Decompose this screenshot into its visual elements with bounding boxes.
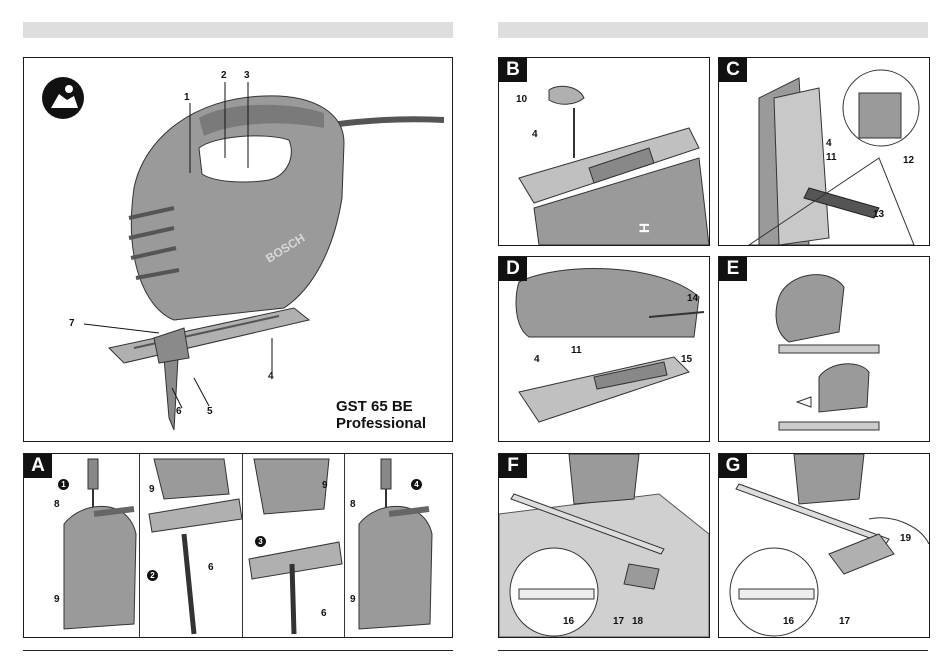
footer-rule-left bbox=[23, 650, 453, 651]
callout-5: 5 bbox=[207, 406, 213, 417]
panel-c-illustration bbox=[719, 58, 929, 245]
g-callout-19: 19 bbox=[900, 533, 911, 544]
panel-f: F 16 17 18 bbox=[498, 453, 710, 638]
a-callout-8: 8 bbox=[54, 499, 60, 510]
panel-g: G 19 16 17 bbox=[718, 453, 930, 638]
panel-a-divider-1 bbox=[139, 454, 140, 637]
b-callout-4: 4 bbox=[532, 129, 538, 140]
step-4-badge: 4 bbox=[411, 479, 422, 490]
c-callout-13: 13 bbox=[873, 209, 884, 220]
b-callout-10: 10 bbox=[516, 94, 527, 105]
blade-change-illustration bbox=[24, 454, 452, 637]
f-callout-17: 17 bbox=[613, 616, 624, 627]
panel-a-divider-3 bbox=[344, 454, 345, 637]
callout-1: 1 bbox=[184, 92, 190, 103]
model-line-2: Professional bbox=[336, 415, 426, 432]
d-callout-15: 15 bbox=[681, 354, 692, 365]
a-callout-9: 9 bbox=[54, 594, 60, 605]
panel-b: H B 10 4 bbox=[498, 57, 710, 246]
step-2-badge: 2 bbox=[147, 570, 158, 581]
panel-d-label: D bbox=[499, 257, 527, 281]
g-callout-17: 17 bbox=[839, 616, 850, 627]
a-callout-9c: 9 bbox=[322, 480, 328, 491]
a-callout-9d: 9 bbox=[350, 594, 356, 605]
model-name: GST 65 BE Professional bbox=[336, 398, 426, 432]
panel-c-label: C bbox=[719, 58, 747, 82]
callout-4: 4 bbox=[268, 371, 274, 382]
footer-rule-right bbox=[498, 650, 928, 651]
f-callout-16: 16 bbox=[563, 616, 574, 627]
c-callout-11: 11 bbox=[826, 152, 837, 163]
main-tool-panel: BOSCH 1 2 3 7 4 5 6 GST 65 BE Profession… bbox=[23, 57, 453, 442]
read-manual-icon bbox=[42, 77, 84, 119]
panel-b-label: B bbox=[499, 58, 527, 82]
d-callout-4: 4 bbox=[534, 354, 540, 365]
panel-e-illustration bbox=[719, 257, 929, 441]
svg-text:H: H bbox=[636, 223, 652, 233]
panel-a-label: A bbox=[24, 454, 52, 478]
callout-3: 3 bbox=[244, 70, 250, 81]
step-3-badge: 3 bbox=[255, 536, 266, 547]
model-line-1: GST 65 BE bbox=[336, 398, 426, 415]
g-callout-16: 16 bbox=[783, 616, 794, 627]
callout-7: 7 bbox=[69, 318, 75, 329]
a-callout-6: 6 bbox=[208, 562, 214, 573]
panel-d: D 14 11 15 4 bbox=[498, 256, 710, 442]
a-callout-6b: 6 bbox=[321, 608, 327, 619]
d-callout-11: 11 bbox=[571, 345, 582, 356]
callout-2: 2 bbox=[221, 70, 227, 81]
c-callout-12: 12 bbox=[903, 155, 914, 166]
panel-c: C 4 11 12 13 bbox=[718, 57, 930, 246]
header-bar-left bbox=[23, 22, 453, 38]
a-callout-8b: 8 bbox=[350, 499, 356, 510]
callout-6: 6 bbox=[176, 406, 182, 417]
jigsaw-illustration: BOSCH bbox=[24, 58, 452, 441]
d-callout-14: 14 bbox=[687, 293, 698, 304]
panel-e: E bbox=[718, 256, 930, 442]
f-callout-18: 18 bbox=[632, 616, 643, 627]
step-1-badge: 1 bbox=[58, 479, 69, 490]
panel-a: A 1 2 3 4 8 9 9 6 9 6 8 9 bbox=[23, 453, 453, 638]
panel-g-illustration bbox=[719, 454, 929, 637]
panel-d-illustration bbox=[499, 257, 709, 441]
panel-b-illustration: H bbox=[499, 58, 709, 245]
panel-g-label: G bbox=[719, 454, 747, 478]
panel-e-label: E bbox=[719, 257, 747, 281]
a-callout-9b: 9 bbox=[149, 484, 155, 495]
panel-a-divider-2 bbox=[242, 454, 243, 637]
panel-f-illustration bbox=[499, 454, 709, 637]
header-bar-right bbox=[498, 22, 928, 38]
panel-f-label: F bbox=[499, 454, 527, 478]
c-callout-4: 4 bbox=[826, 138, 832, 149]
